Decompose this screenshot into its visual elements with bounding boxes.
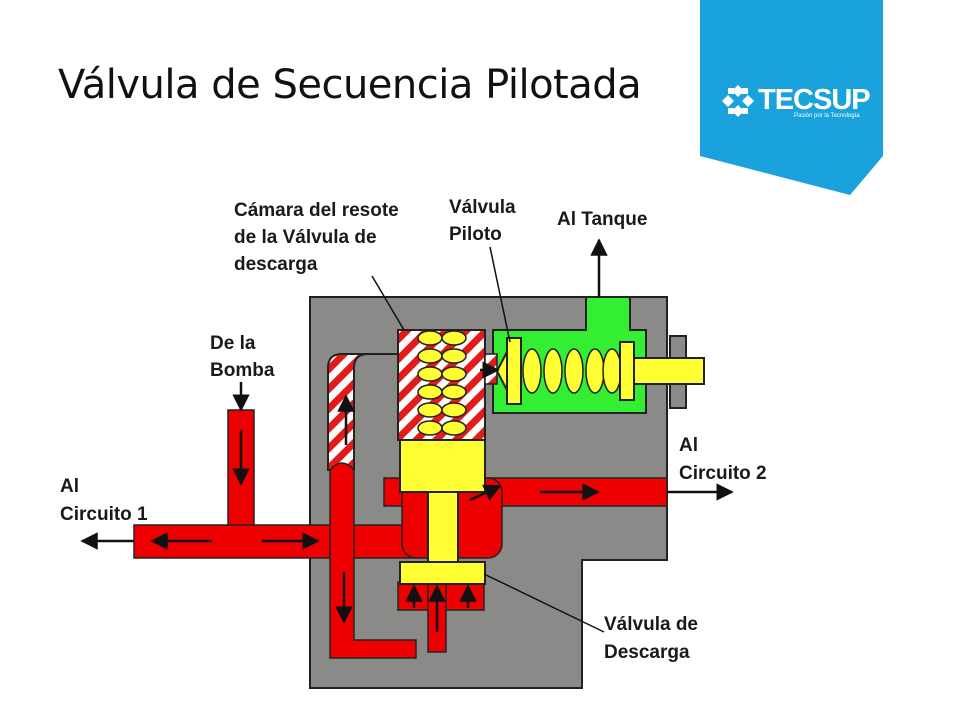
spring-chamber	[327, 329, 486, 471]
label-circuit-2: Al Circuito 2	[679, 435, 767, 484]
slide-title: Válvula de Secuencia Pilotada	[58, 62, 642, 108]
label-pilot-valve: Válvula Piloto	[449, 197, 521, 245]
label-circuit-1: Al Circuito 1	[60, 476, 148, 525]
tecsup-logo-panel: TECSUP Pasión por la Tecnología	[700, 0, 883, 195]
unloading-valve-spool	[399, 439, 486, 585]
flow-arrows	[80, 238, 734, 632]
pilot-spring	[522, 348, 622, 394]
label-tank: Al Tanque	[557, 209, 647, 230]
pilot-poppet	[495, 337, 522, 405]
tecsup-logo-icon	[722, 85, 754, 117]
pilot-adjuster-rod	[619, 341, 705, 401]
tecsup-logo-wordmark: TECSUP	[758, 84, 871, 116]
unloading-valve-spring	[417, 330, 467, 436]
label-unloading-valve: Válvula de Descarga	[604, 614, 703, 663]
label-pump: De la Bomba	[210, 333, 275, 381]
leader-lines	[371, 246, 605, 633]
tecsup-logo-tagline: Pasión por la Tecnología	[794, 113, 860, 119]
label-chamber: Cámara del resote de la Válvula de desca…	[234, 200, 404, 275]
